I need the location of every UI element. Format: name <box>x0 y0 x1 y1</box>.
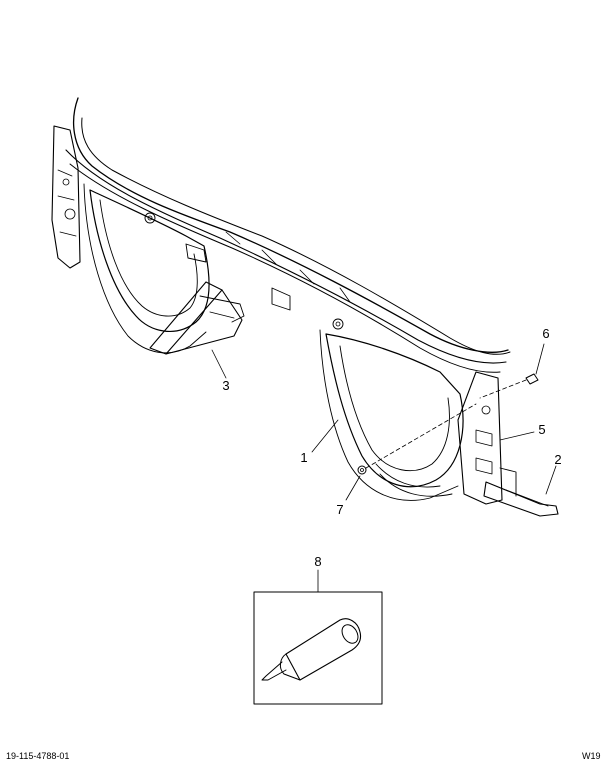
sealant-tube-body <box>285 618 362 681</box>
nut-7 <box>357 465 367 475</box>
left-duct-inner <box>99 199 198 317</box>
nut-7-hole <box>360 468 364 472</box>
figure-id: 19-115-4788-01 <box>6 751 70 761</box>
sealant-inset-frame <box>253 591 383 705</box>
right-bracket-web <box>499 467 549 507</box>
center-cowl-bolt <box>332 318 344 330</box>
left-duct-opening <box>89 189 210 332</box>
cowl-front-lip <box>65 149 507 364</box>
right-bracket-arm <box>483 481 559 517</box>
left-support-bracket <box>149 281 245 355</box>
left-bracket-tab <box>199 295 245 323</box>
left-end-panel <box>51 125 81 269</box>
leader-lines <box>211 343 557 593</box>
left-duct-bolt-inner <box>147 215 153 221</box>
sealant-tube-shoulder <box>279 653 301 681</box>
right-end-panel <box>457 371 503 505</box>
cowl-rib-1 <box>225 231 351 303</box>
right-end-hole <box>481 405 491 415</box>
center-bracket-2 <box>271 287 291 311</box>
cowl-panel-assembly <box>51 97 511 505</box>
left-end-panel-detail <box>57 169 77 237</box>
right-duct-frame <box>319 329 459 501</box>
leader-1 <box>311 419 339 453</box>
nut-7-line <box>365 403 477 469</box>
sealant-tube-cap <box>341 624 359 644</box>
leader-5 <box>499 431 535 441</box>
left-bracket-foot <box>165 289 243 355</box>
right-end-slot-1 <box>475 429 493 447</box>
left-bracket-arm <box>149 281 223 355</box>
leader-3 <box>211 349 227 379</box>
callout-labels: 1 2 3 5 6 7 8 <box>222 326 561 569</box>
bolt-6-shank <box>479 379 527 399</box>
cowl-lower-edge <box>69 163 501 373</box>
callout-6: 6 <box>542 326 549 341</box>
bolt-6 <box>525 373 539 385</box>
sealant-inset <box>253 591 383 705</box>
callout-5: 5 <box>538 422 545 437</box>
callout-2: 2 <box>554 452 561 467</box>
figure-code: W19 <box>582 751 601 761</box>
callout-8: 8 <box>314 554 321 569</box>
callout-1: 1 <box>300 450 307 465</box>
leader-7 <box>345 475 361 501</box>
leader-2 <box>545 465 557 495</box>
center-cowl-bolt-inner <box>335 321 341 327</box>
left-end-hole-1 <box>62 178 70 186</box>
right-duct-inner <box>339 345 450 472</box>
cowl-top-ridge <box>72 97 509 353</box>
left-duct-bolt <box>144 212 156 224</box>
right-duct-opening <box>325 333 464 488</box>
right-end-slot-2 <box>475 457 493 475</box>
left-end-hole-2 <box>64 208 76 220</box>
center-bracket-1 <box>185 243 207 263</box>
callout-3: 3 <box>222 378 229 393</box>
cowl-top-ridge-inner <box>81 117 511 355</box>
leader-6 <box>535 343 545 375</box>
fasteners <box>357 373 539 475</box>
right-duct-lower-lip <box>375 463 453 497</box>
sealant-tube-nozzle <box>261 661 287 681</box>
callout-7: 7 <box>336 502 343 517</box>
right-support-bracket <box>483 467 559 517</box>
